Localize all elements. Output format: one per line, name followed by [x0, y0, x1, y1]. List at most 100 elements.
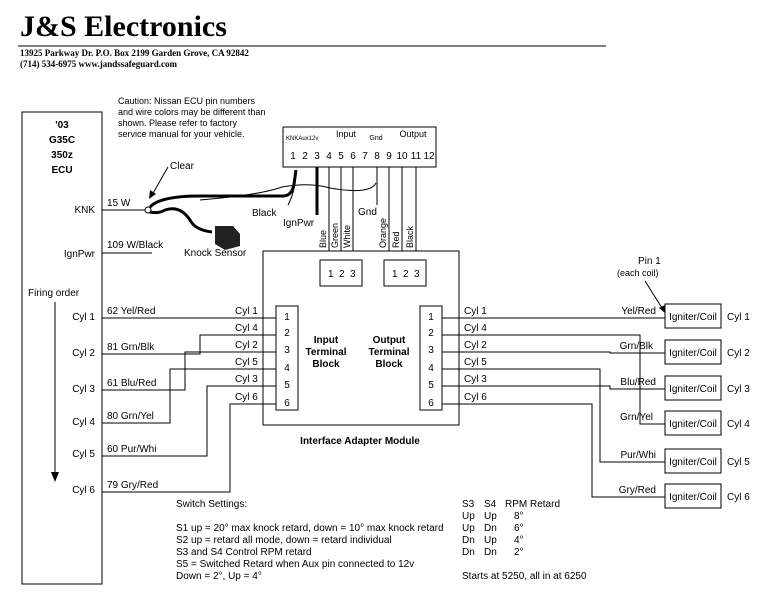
input-cyl-label-5: Cyl 3: [235, 374, 258, 385]
company-address: 13925 Parkway Dr. P.O. Box 2199 Garden G…: [20, 48, 249, 58]
output-block-label-2: Terminal: [369, 347, 410, 358]
ecu-knk-label: KNK: [74, 205, 95, 216]
rpm-row-3-retard: 4°: [514, 535, 524, 546]
output-terminal-2: 2: [428, 328, 434, 339]
rpm-row-1-retard: 8°: [514, 511, 524, 522]
switch-setting-s5: S5 = Switched Retard when Aux pin connec…: [176, 559, 414, 570]
ecu-title-1: '03: [55, 120, 69, 131]
ecu-wire-label-2: 81 Grn/Blk: [107, 342, 155, 353]
ecu-wire-label-3: 61 Blu/Red: [107, 378, 156, 389]
aux-pin-6: 6: [350, 151, 356, 162]
ecu-cyl-3: Cyl 3: [72, 384, 95, 395]
rpm-row-4-s4: Dn: [484, 547, 497, 558]
igniter-wire-label-2: Grn/Blk: [620, 341, 654, 352]
aux-pin-9: 9: [386, 151, 392, 162]
rpm-row-2-retard: 6°: [514, 523, 524, 534]
aux-pin-1: 1: [290, 151, 296, 162]
aux-input-label: Input: [336, 129, 357, 139]
ecu-cyl-2: Cyl 2: [72, 348, 95, 359]
output-terminal-5: 5: [428, 380, 434, 391]
rpm-table-header-s3: S3: [462, 499, 475, 510]
input-switch-2: 2: [339, 269, 345, 280]
switch-setting-s2: S2 up = retard all mode, down = retard i…: [176, 535, 392, 546]
switch-setting-s5-values: Down = 2°, Up = 4°: [176, 571, 262, 582]
input-switch-1: 1: [328, 269, 334, 280]
output-terminal-1: 1: [428, 312, 434, 323]
igniter-wire-label-3: Blu/Red: [620, 377, 656, 388]
input-terminal-block: [275, 305, 299, 411]
wire-label-blue: Blue: [318, 230, 328, 248]
input-block-label-2: Terminal: [306, 347, 347, 358]
output-block-label-1: Output: [373, 335, 406, 346]
input-cyl-label-6: Cyl 6: [235, 392, 258, 403]
input-cyl-label-3: Cyl 2: [235, 340, 258, 351]
knock-sensor-label: Knock Sensor: [184, 248, 247, 259]
input-cyl-label-2: Cyl 4: [235, 323, 258, 334]
company-name: J&S Electronics: [20, 10, 227, 43]
igniter-coil-2: [664, 339, 722, 365]
rpm-table-header-s4: S4: [484, 499, 497, 510]
output-terminal-4: 4: [428, 363, 434, 374]
ecu-wire-5: [102, 385, 276, 457]
wire-label-orange: Orange: [378, 218, 388, 248]
company-phone-web: (714) 534-6975 www.jandssafeguard.com: [20, 59, 177, 69]
output-cyl-label-2: Cyl 4: [464, 323, 487, 334]
output-wire-4: [442, 334, 665, 425]
pin1-note-2: (each coil): [617, 268, 659, 278]
igniter-coil-5: [664, 448, 722, 474]
knock-sensor-icon: [215, 226, 240, 250]
knock-sensor-wire: [149, 207, 213, 234]
wire-label-black: Black: [405, 225, 415, 248]
igniter-wire-label-1: Yel/Red: [621, 306, 656, 317]
black-wire-label: Black: [252, 208, 277, 219]
input-switch-block: [319, 259, 363, 287]
ecu-title-4: ECU: [51, 165, 72, 176]
clear-wire-arrowhead: [149, 190, 156, 199]
input-cyl-label-4: Cyl 5: [235, 357, 258, 368]
igniter-cyl-6: Cyl 6: [727, 492, 750, 503]
igniter-cyl-2: Cyl 2: [727, 348, 750, 359]
input-terminal-4: 4: [284, 363, 290, 374]
ecu-wire-label-5: 60 Pur/Whi: [107, 444, 156, 455]
igniter-wire-label-6: Gry/Red: [619, 485, 656, 496]
rpm-row-2-s3: Up: [462, 523, 475, 534]
igniter-coil-4: [664, 410, 722, 436]
input-terminal-2: 2: [284, 328, 290, 339]
aux-connector: [282, 126, 437, 168]
output-terminal-3: 3: [428, 345, 434, 356]
rpm-row-4-s3: Dn: [462, 547, 475, 558]
igniter-cyl-4: Cyl 4: [727, 419, 750, 430]
ecu-wire-label-4: 80 Grn/Yel: [107, 411, 154, 422]
rpm-row-1-s3: Up: [462, 511, 475, 522]
output-terminal-block: [419, 305, 443, 411]
output-switch-block: [383, 259, 427, 287]
caution-line-4: service manual for your vehicle.: [118, 129, 245, 139]
output-switch-1: 1: [392, 269, 398, 280]
output-switch-3: 3: [414, 269, 420, 280]
output-wire-6: [442, 403, 665, 498]
input-terminal-1: 1: [284, 312, 290, 323]
gnd-wire-label: Gnd: [358, 207, 377, 218]
ecu-wire-2: [102, 334, 276, 355]
output-block-label-3: Block: [375, 359, 403, 370]
output-cyl-label-6: Cyl 6: [464, 392, 487, 403]
igniter-coil-6: [664, 483, 722, 509]
switch-setting-s3s4: S3 and S4 Control RPM retard: [176, 547, 312, 558]
ignpwr-wire-label: 109 W/Black: [107, 240, 164, 251]
rpm-row-3-s4: Up: [484, 535, 497, 546]
output-cyl-label-3: Cyl 2: [464, 340, 487, 351]
ignpwr-lead-label: IgnPwr: [283, 218, 315, 229]
aux-gnd-label: Gnd: [369, 135, 382, 142]
igniter-coil-label-2: Igniter/Coil: [669, 348, 717, 359]
caution-line-3: shown. Please refer to factory: [118, 118, 238, 128]
input-terminal-3: 3: [284, 345, 290, 356]
clear-wire-leader: [151, 166, 169, 196]
igniter-cyl-1: Cyl 1: [727, 312, 750, 323]
input-cyl-label-1: Cyl 1: [235, 306, 258, 317]
input-switch-3: 3: [350, 269, 356, 280]
ecu-ignpwr-label: IgnPwr: [64, 249, 96, 260]
clear-wire-label: Clear: [170, 161, 195, 172]
caution-line-1: Caution: Nissan ECU pin numbers: [118, 96, 256, 106]
